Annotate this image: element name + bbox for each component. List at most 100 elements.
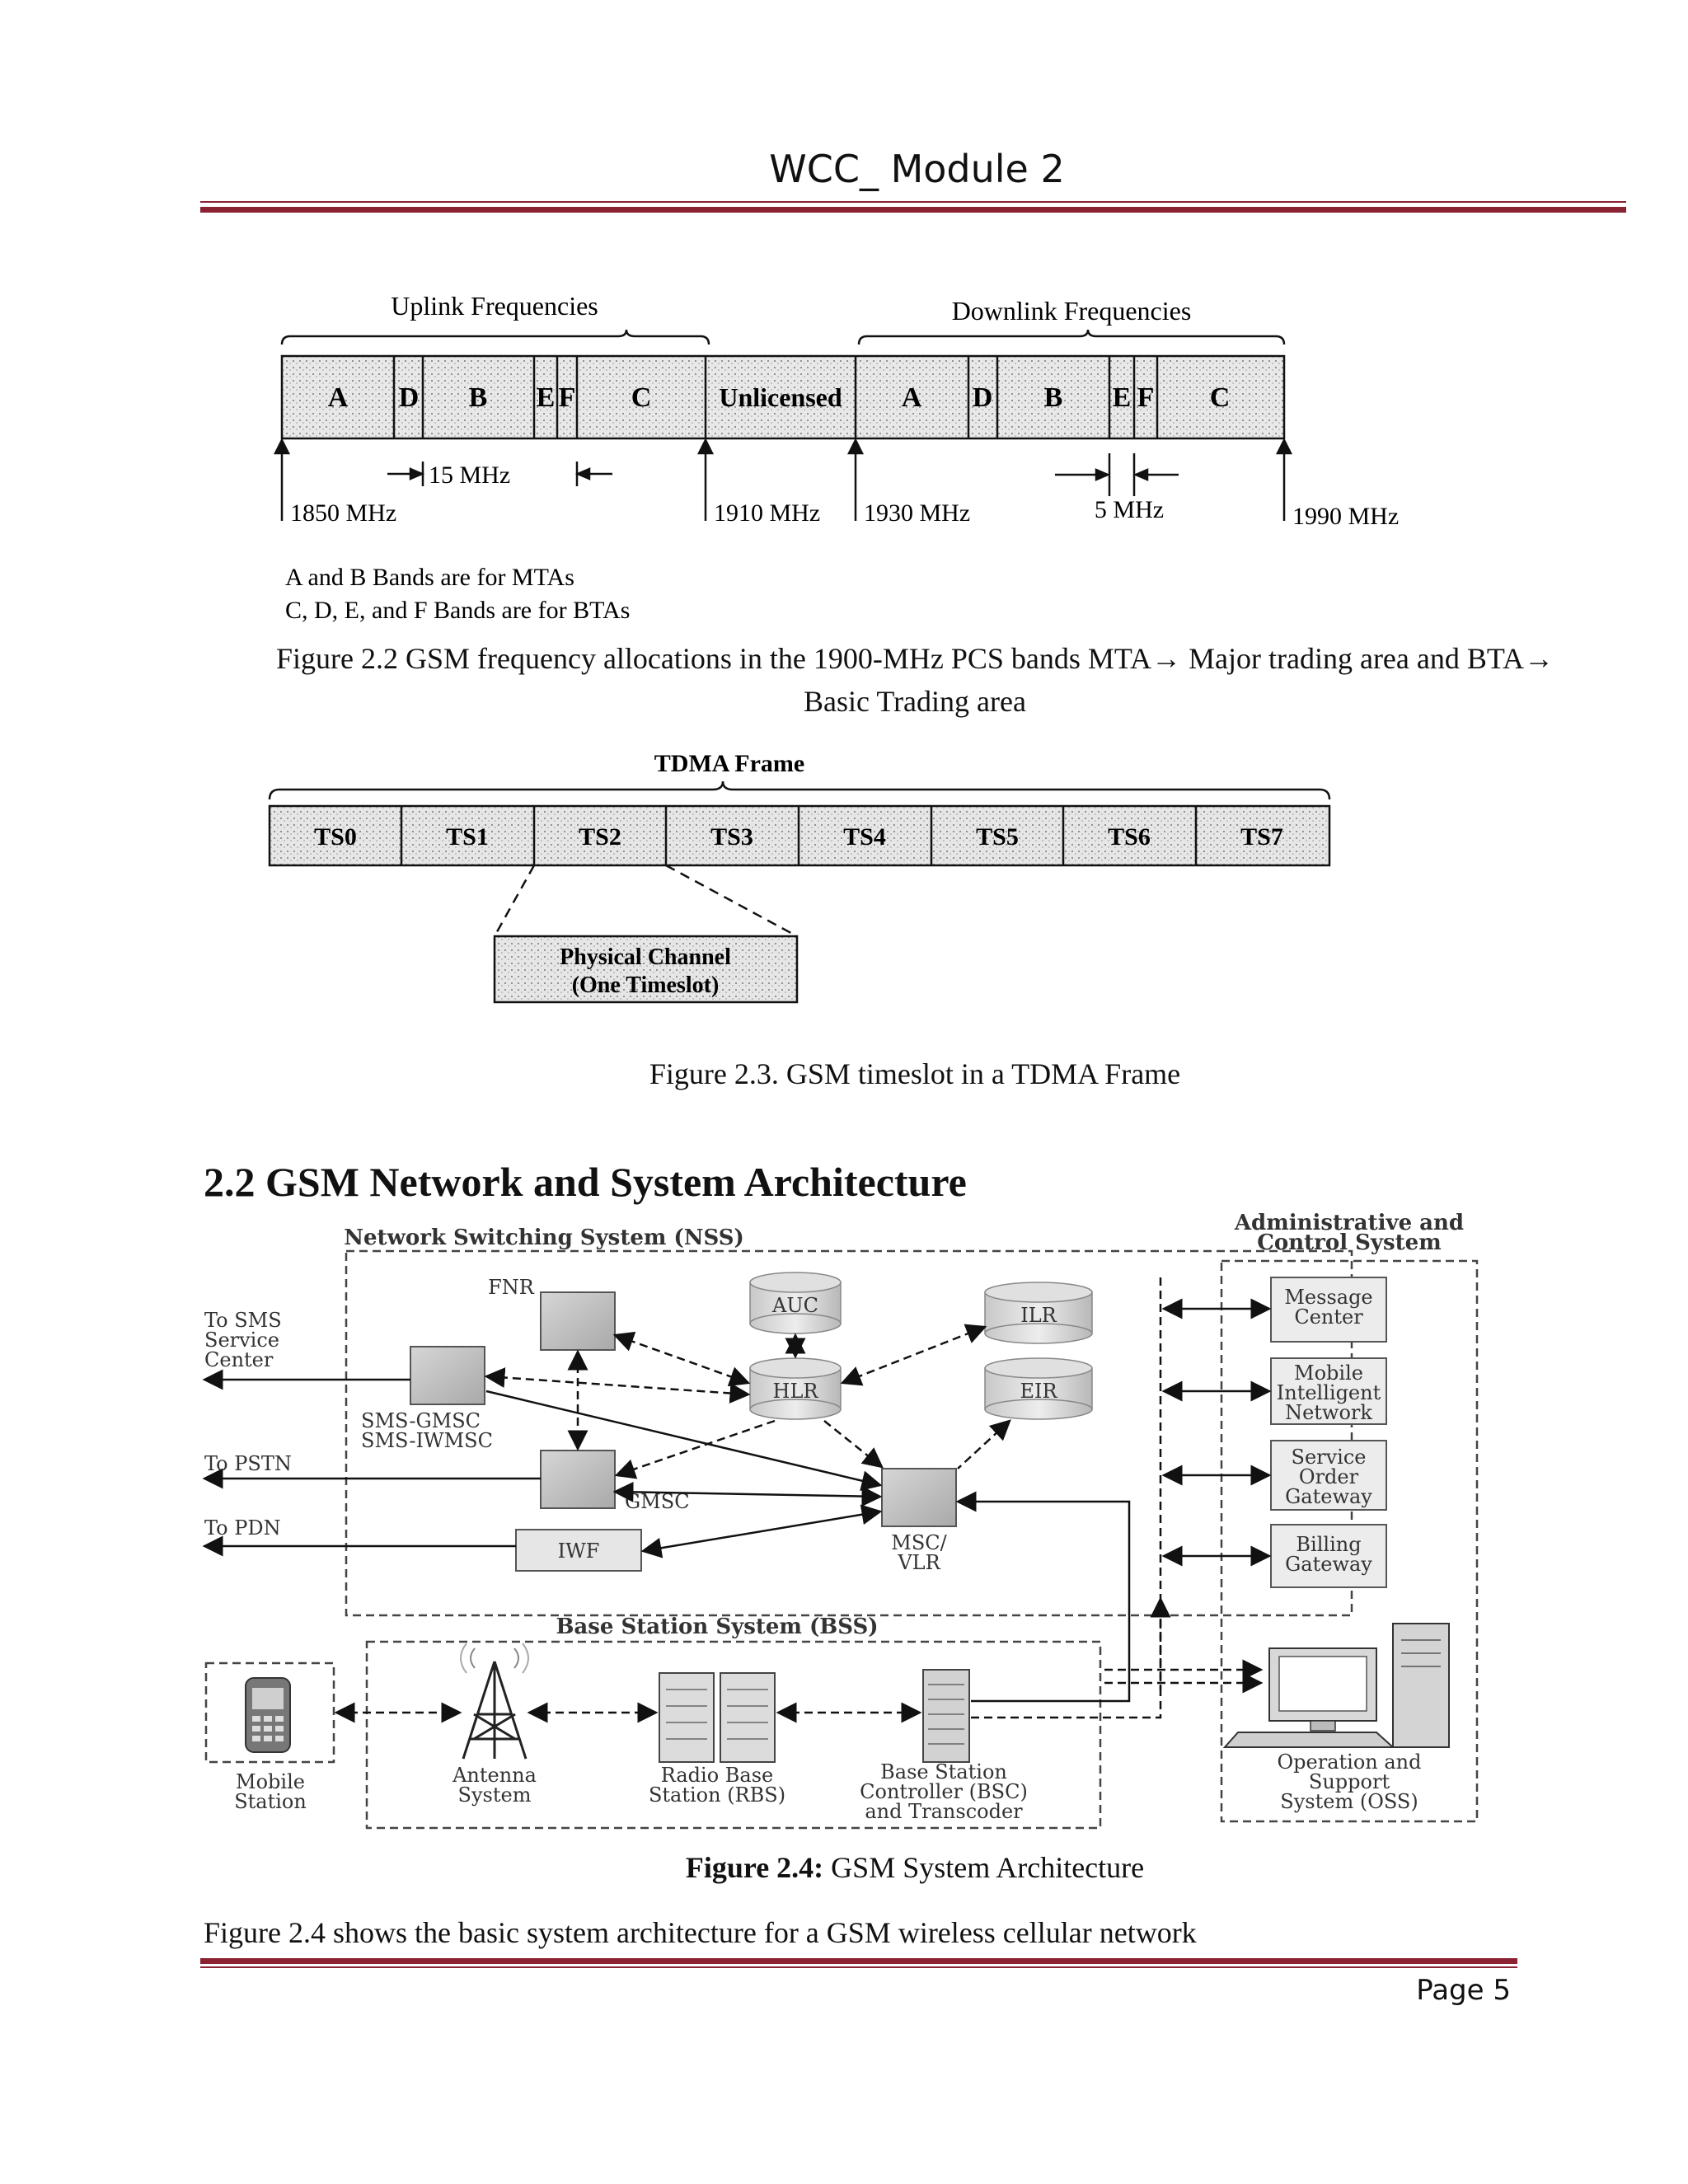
sog-line3: Gateway [1285,1485,1372,1508]
downlink-band-d: D [973,382,993,413]
page-header-title: WCC_ Module 2 [769,147,1065,191]
eir-database-icon [984,1357,1093,1420]
section-heading: 2.2 GSM Network and System Architecture [204,1159,967,1205]
header-rule-thick [200,207,1626,213]
physical-channel-label: Physical Channel [560,944,731,970]
sog-line2: Order [1299,1465,1359,1488]
billing-line2: Gateway [1285,1553,1372,1576]
to-sms-label-line1: To SMS [204,1309,282,1332]
nss-label: Network Switching System (NSS) [344,1226,744,1250]
billing-line1: Billing [1296,1533,1361,1556]
downlink-band-c: C [1210,382,1231,413]
fnr-label: FNR [488,1276,535,1299]
figure-2-3-caption: Figure 2.3. GSM timeslot in a TDMA Frame [649,1057,1181,1090]
to-sms-label-line3: Center [204,1348,274,1371]
mobile-station-line1: Mobile [236,1770,305,1793]
bta-note: C, D, E, and F Bands are for BTAs [285,597,630,624]
oss-line1: Operation and [1277,1750,1421,1774]
hlr-label: HLR [773,1380,819,1403]
auc-database-icon [749,1272,842,1334]
sog-line1: Service [1292,1446,1367,1469]
figure-2-4-gsm-architecture: Network Switching System (NSS) Administr… [202,1212,1479,1830]
min-line3: Network [1285,1401,1372,1424]
message-center-line2: Center [1294,1305,1363,1329]
min-line1: Mobile [1294,1361,1363,1385]
antenna-tower-icon [460,1643,529,1760]
mta-note: A and B Bands are for MTAs [285,564,574,591]
figure-2-3-tdma-diagram: TDMA Frame TS0 TS1 TS2 TS3 TS4 TS5 TS6 T… [268,750,1331,1004]
timeslot-ts2: TS2 [579,823,621,851]
header-rule-thin [200,201,1626,203]
page-number: Page 5 [1416,1974,1511,2007]
to-sms-label-line2: Service [204,1329,279,1352]
downlink-frequencies-label: Downlink Frequencies [952,296,1192,326]
uplink-band-c: C [631,382,652,413]
freq-1990-label: 1990 MHz [1292,503,1399,530]
rbs-line2: Station (RBS) [649,1783,785,1807]
timeslot-ts4: TS4 [843,823,886,851]
vlr-label: VLR [897,1551,940,1574]
oss-line2: Support [1309,1770,1390,1793]
radio-base-station-icon [659,1672,776,1763]
uplink-band-f: F [559,382,576,413]
message-center-line1: Message [1284,1286,1372,1309]
figure-2-4-caption: Figure 2.4: GSM System Architecture [206,1850,1624,1885]
tdma-frame-label: TDMA Frame [654,750,804,777]
to-pstn-label: To PSTN [204,1452,292,1475]
figure-2-4-caption-bold: Figure 2.4: [685,1851,824,1884]
to-pdn-label: To PDN [204,1516,281,1540]
freq-1850-label: 1850 MHz [290,499,396,527]
uplink-band-b: B [469,382,488,413]
eir-label: EIR [1020,1380,1057,1403]
downlink-band-f: F [1137,382,1155,413]
timeslot-ts7: TS7 [1240,823,1283,851]
mobile-phone-icon [245,1677,291,1753]
ilr-label: ILR [1020,1304,1057,1327]
timeslot-ts5: TS5 [976,823,1019,851]
timeslot-ts0: TS0 [314,823,357,851]
uplink-band-e: E [537,382,556,413]
timeslot-ts6: TS6 [1108,823,1151,851]
antenna-system-line2: System [458,1783,532,1807]
bss-label: Base Station System (BSS) [556,1615,878,1639]
figure-2-2-caption-line2: Basic Trading area [804,685,1026,718]
unlicensed-band: Unlicensed [719,382,842,412]
bsc-line3: and Transcoder [865,1800,1023,1823]
bsc-line2: Controller (BSC) [860,1780,1028,1803]
antenna-system-line1: Antenna [452,1764,537,1787]
oss-line3: System (OSS) [1280,1790,1418,1813]
figure-2-2-caption-line1: Figure 2.2 GSM frequency allocations in … [276,642,1554,675]
downlink-band-a: A [902,382,922,413]
uplink-band-d: D [399,382,420,413]
admin-label-line2: Control System [1257,1230,1442,1255]
figure-2-4-caption-text: GSM System Architecture [823,1851,1145,1884]
base-station-controller-icon [922,1669,970,1763]
timeslot-ts1: TS1 [446,823,489,851]
freq-1910-label: 1910 MHz [714,499,820,527]
bsc-line1: Base Station [880,1760,1007,1783]
footer-rule-thin [200,1966,1517,1968]
timeslot-ts3: TS3 [710,823,753,851]
freq-1930-label: 1930 MHz [864,499,970,527]
oss-computer-icon [1222,1623,1450,1748]
width-5-mhz-label: 5 MHz [1095,496,1164,523]
figure-2-2-frequency-diagram: Uplink Frequencies Downlink Frequencies … [273,291,1399,624]
footer-rule-thick [200,1958,1517,1964]
sms-gmsc-label: SMS-GMSC [361,1409,481,1432]
msc-label: MSC/ [891,1531,947,1554]
downlink-band-e: E [1113,382,1132,413]
rbs-line1: Radio Base [661,1764,774,1787]
uplink-band-a: A [328,382,349,413]
auc-label: AUC [771,1294,818,1317]
one-timeslot-label: (One Timeslot) [572,972,720,998]
hlr-database-icon [749,1357,842,1420]
iwf-label: IWF [558,1540,600,1563]
mobile-station-line2: Station [234,1790,307,1813]
admin-label-line1: Administrative and [1234,1212,1464,1235]
ilr-database-icon [984,1282,1093,1344]
body-paragraph: Figure 2.4 shows the basic system archit… [204,1916,1197,1949]
downlink-band-b: B [1044,382,1063,413]
sms-iwmsc-label: SMS-IWMSC [361,1429,493,1452]
min-line2: Intelligent [1277,1381,1381,1404]
width-15-mhz-label: 15 MHz [429,462,510,489]
